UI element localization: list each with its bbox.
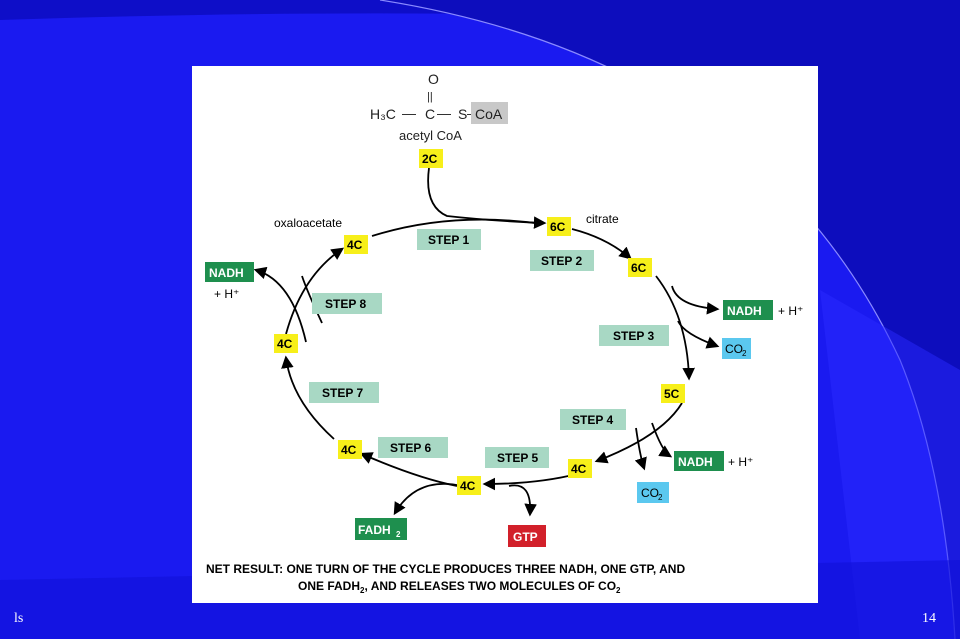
oxygen-atom: O	[428, 71, 439, 87]
citrate-label: citrate	[586, 212, 619, 226]
bond-1: —	[402, 105, 416, 121]
products: NADH + H⁺ NADH + H⁺ CO 2 NADH + H⁺ CO 2 …	[205, 262, 803, 547]
fadh-label: FADH	[358, 523, 391, 537]
coa-box	[471, 102, 508, 124]
sulfur-atom: S	[458, 106, 467, 122]
co2-label-step3: CO	[725, 342, 743, 356]
h-plus-step4: + H⁺	[728, 455, 753, 469]
nadh-label-step3: NADH	[727, 304, 762, 318]
carbon-node-citrate-1: 6C	[550, 220, 566, 234]
methyl-group: H₃C	[370, 106, 396, 122]
carbon-node-citrate-2: 6C	[631, 261, 647, 275]
step-7-label: STEP 7	[322, 386, 363, 400]
carbon-nodes: 2C 6C 6C 5C 4C 4C 4C 4C 4C	[274, 149, 685, 495]
step-5-label: STEP 5	[497, 451, 538, 465]
acetyl-coa-structure: O || H₃C — C — S — CoA acetyl CoA	[370, 71, 508, 143]
step-6-label: STEP 6	[390, 441, 431, 455]
carbon-node-fumarate: 4C	[341, 443, 357, 457]
step-3-label: STEP 3	[613, 329, 654, 343]
gtp-label: GTP	[513, 530, 538, 544]
cycle-arrows	[253, 167, 720, 517]
step-2-label: STEP 2	[541, 254, 582, 268]
double-bond: ||	[427, 91, 433, 103]
carbon-node-malate: 4C	[277, 337, 293, 351]
net-result-line-2a: ONE FADH	[298, 579, 360, 593]
nadh-label-step4: NADH	[678, 455, 713, 469]
svg-text:ONE FADH2, AND RELEASES TWO MO: ONE FADH2, AND RELEASES TWO MOLECULES OF…	[298, 579, 621, 595]
footer-author: ls	[14, 611, 24, 626]
carbon-node-acetyl: 2C	[422, 152, 438, 166]
net-result-line-1: NET RESULT: ONE TURN OF THE CYCLE PRODUC…	[206, 562, 685, 576]
co2-label-step4: CO	[641, 486, 659, 500]
nadh-label-step8: NADH	[209, 266, 244, 280]
h-plus-step3: + H⁺	[778, 304, 803, 318]
acetyl-coa-label: acetyl CoA	[399, 128, 462, 143]
carbon-node-succinate: 4C	[460, 479, 476, 493]
step-8-label: STEP 8	[325, 297, 366, 311]
net-result: NET RESULT: ONE TURN OF THE CYCLE PRODUC…	[206, 562, 685, 595]
step-boxes: STEP 1 STEP 2 STEP 3 STEP 4 STEP 5 STEP …	[309, 229, 669, 468]
co2-subscript-step4: 2	[658, 493, 663, 502]
net-result-line-2b: , AND RELEASES TWO MOLECULES OF CO	[364, 579, 616, 593]
step-1-label: STEP 1	[428, 233, 469, 247]
carbon-node-succinyl: 4C	[571, 462, 587, 476]
net-result-line-2-sub: 2	[360, 586, 365, 595]
fadh-subscript: 2	[396, 530, 401, 539]
co2-subscript-step3: 2	[742, 349, 747, 358]
step-4-label: STEP 4	[572, 413, 613, 427]
coa-label: CoA	[475, 106, 503, 122]
carbon-node-ketoglutarate: 5C	[664, 387, 680, 401]
oxaloacetate-label: oxaloacetate	[274, 216, 342, 230]
carbon-node-oxaloacetate: 4C	[347, 238, 363, 252]
bond-2: —	[437, 105, 451, 121]
page-number: 14	[922, 611, 936, 626]
carbonyl-carbon: C	[425, 106, 435, 122]
h-plus-step8: + H⁺	[214, 287, 239, 301]
krebs-cycle-diagram: O || H₃C — C — S — CoA acetyl CoA	[192, 66, 818, 603]
net-result-line-2-sub2: 2	[616, 586, 621, 595]
